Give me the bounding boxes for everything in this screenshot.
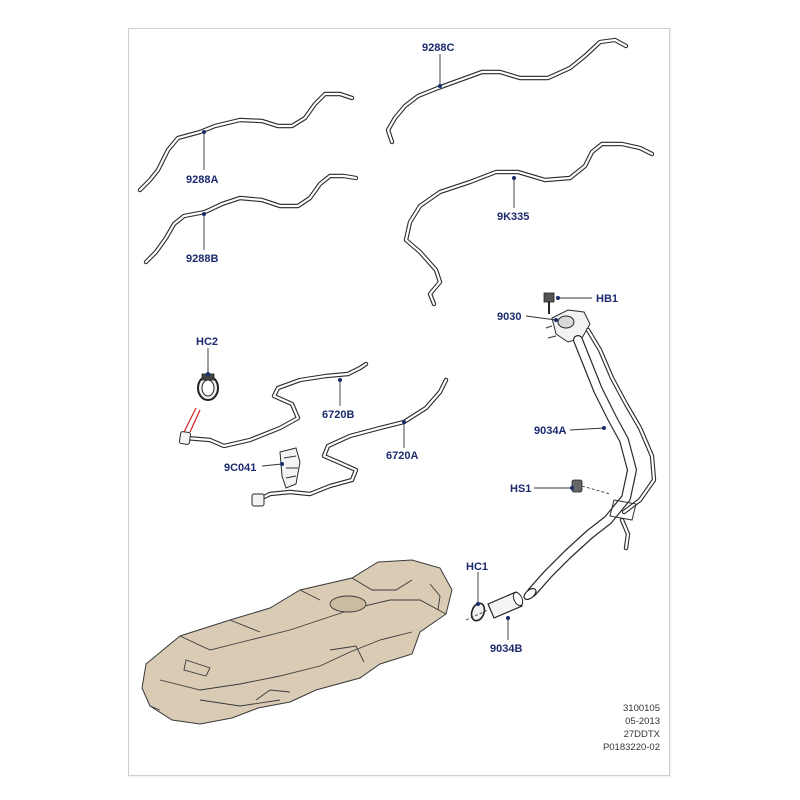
reference-code: 3100105 xyxy=(623,703,660,714)
label-6720A: 6720A xyxy=(386,450,418,462)
screw-HS1[interactable] xyxy=(571,479,611,495)
highlight-arrow-icon xyxy=(183,407,201,433)
bolt-HB1[interactable] xyxy=(543,292,555,314)
hose-connector-icon xyxy=(251,493,265,507)
reference-date: 05-2013 xyxy=(625,716,660,727)
model-code: 27DDTX xyxy=(623,729,660,740)
label-9034A: 9034A xyxy=(534,425,566,437)
bracket-9C041[interactable] xyxy=(279,447,301,489)
label-9288C: 9288C xyxy=(422,42,454,54)
label-HS1: HS1 xyxy=(510,483,531,495)
label-6720B: 6720B xyxy=(322,409,354,421)
hose-6720B[interactable] xyxy=(178,361,369,449)
fuel-line-9288B[interactable] xyxy=(143,173,359,265)
filler-pipe-9034A[interactable] xyxy=(522,327,657,602)
label-9034B: 9034B xyxy=(490,643,522,655)
fuel-tank xyxy=(141,559,453,725)
hose-sleeve-9034B[interactable] xyxy=(487,591,525,619)
clamp-HC2[interactable] xyxy=(197,373,219,401)
clamp-HC1[interactable] xyxy=(465,601,489,622)
label-9C041: 9C041 xyxy=(224,462,256,474)
label-HC2: HC2 xyxy=(196,336,218,348)
drawing-reference-block: 3100105 05-2013 27DDTX P0183220-02 xyxy=(590,702,660,754)
illustration-number: P0183220-02 xyxy=(602,742,660,753)
label-9288B: 9288B xyxy=(186,253,218,265)
fuel-line-9288A[interactable] xyxy=(137,91,355,193)
fuel-line-9K335[interactable] xyxy=(403,141,655,307)
label-HB1: HB1 xyxy=(596,293,618,305)
label-9K335: 9K335 xyxy=(497,211,529,223)
hose-end-fitting-icon xyxy=(178,431,192,445)
label-9030: 9030 xyxy=(497,311,521,323)
filler-neck-9030[interactable] xyxy=(545,309,591,343)
leader-lines xyxy=(202,54,606,640)
label-HC1: HC1 xyxy=(466,561,488,573)
hose-6720A[interactable] xyxy=(251,377,449,507)
fuel-line-9288C[interactable] xyxy=(385,37,629,145)
label-9288A: 9288A xyxy=(186,174,218,186)
